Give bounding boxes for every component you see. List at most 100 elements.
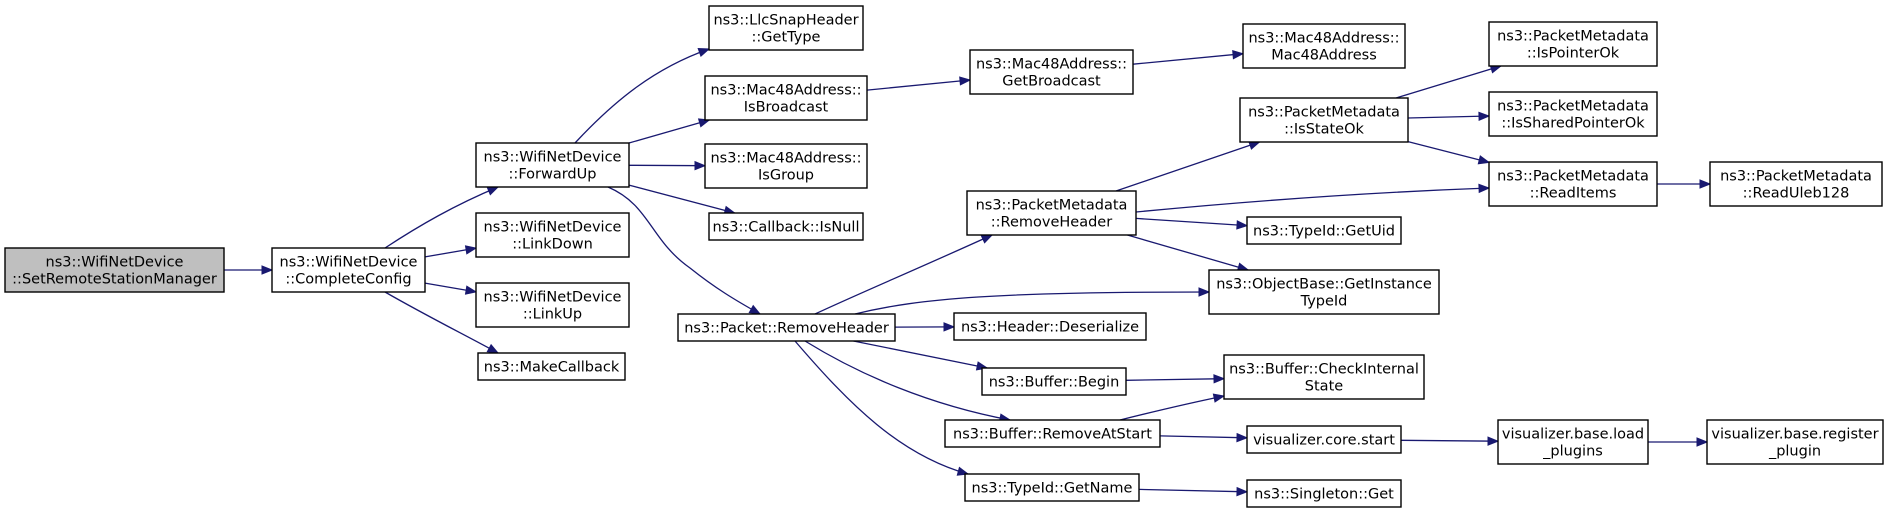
edge-line (814, 234, 993, 315)
node-ispointerok[interactable]: ns3::PacketMetadata::IsPointerOk (1488, 21, 1658, 67)
node-label-line: ::IsPointerOk (1527, 46, 1620, 62)
node-label-line: ns3::WifiNetDevice (280, 255, 418, 271)
node-linkup[interactable]: ns3::WifiNetDevice::LinkUp (475, 282, 630, 328)
node-box (704, 143, 868, 189)
edge-completeconfig-to-linkdown (424, 245, 478, 258)
edge-isstateok-to-ispointerok (1395, 64, 1503, 99)
node-completeconfig[interactable]: ns3::WifiNetDevice::CompleteConfig (271, 247, 426, 293)
node-box (1246, 479, 1402, 508)
node-removeatstart[interactable]: ns3::Buffer::RemoveAtStart (944, 419, 1161, 448)
arrow-head-icon (1696, 437, 1709, 447)
node-typeidgetname[interactable]: ns3::TypeId::GetName (964, 473, 1140, 502)
node-forwardup[interactable]: ns3::WifiNetDevice::ForwardUp (475, 142, 630, 188)
node-box (1488, 21, 1658, 67)
node-getbroadcast[interactable]: ns3::Mac48Address::GetBroadcast (969, 49, 1134, 95)
node-readuleb[interactable]: ns3::PacketMetadata::ReadUleb128 (1709, 161, 1883, 207)
edge-setremote-to-completeconfig (224, 265, 274, 275)
node-label-line: ns3::TypeId::GetUid (1253, 224, 1395, 240)
node-vizloadplugins[interactable]: visualizer.base.load_plugins (1497, 419, 1649, 465)
edge-removeatstart-to-vizcorestart (1159, 432, 1249, 443)
arrow-head-icon (980, 234, 994, 244)
node-label-line: Mac48Address (1271, 48, 1377, 64)
node-isgroup[interactable]: ns3::Mac48Address::IsGroup (704, 143, 868, 189)
node-bufferbegin[interactable]: ns3::Buffer::Begin (981, 367, 1127, 396)
node-box (1709, 161, 1883, 207)
node-typeidgetuid[interactable]: ns3::TypeId::GetUid (1246, 216, 1402, 245)
node-makecallback[interactable]: ns3::MakeCallback (477, 352, 626, 381)
node-deserialize[interactable]: ns3::Header::Deserialize (953, 312, 1147, 341)
edge-line (1115, 141, 1260, 192)
node-label-line: IsBroadcast (744, 100, 829, 116)
edge-forwardup-to-isgroup (628, 160, 707, 171)
node-label-line: IsGroup (758, 168, 814, 184)
node-llcgettype[interactable]: ns3::LlcSnapHeader::GetType (708, 5, 864, 51)
node-vizregisterplugin[interactable]: visualizer.base.register_plugin (1706, 419, 1884, 465)
edge-line (1400, 439, 1499, 442)
edge-pktremoveheader-to-getinstancetypeid (854, 287, 1211, 315)
node-label-line: TypeId (1300, 294, 1348, 310)
arrow-head-icon (694, 160, 707, 171)
node-box (944, 419, 1161, 448)
node-label-line: GetBroadcast (1002, 74, 1101, 90)
node-label-line: ns3::PacketMetadata (1497, 99, 1649, 115)
node-label-line: visualizer.base.load (1502, 427, 1644, 443)
edge-pmremoveheader-to-typeidgetuid (1135, 217, 1249, 230)
node-box (475, 212, 630, 258)
node-box (1706, 419, 1884, 465)
node-label-line: ::ReadUleb128 (1743, 186, 1850, 202)
node-label-line: ns3::Packet::RemoveHeader (684, 321, 889, 337)
node-label-line: ns3::Buffer::CheckInternal (1229, 362, 1419, 378)
arrow-head-icon (1232, 50, 1245, 60)
node-box (477, 352, 626, 381)
node-singletonget[interactable]: ns3::Singleton::Get (1246, 479, 1402, 508)
node-label-line: ::GetType (752, 30, 821, 46)
node-label-line: ns3::Mac48Address:: (710, 83, 861, 99)
node-label-line: ns3::MakeCallback (484, 360, 620, 376)
node-label-line: ns3::Header::Deserialize (961, 320, 1139, 336)
edge-pktremoveheader-to-removeatstart (804, 340, 1012, 423)
node-label-line: ns3::Singleton::Get (1254, 487, 1394, 503)
node-label-line: ns3::WifiNetDevice (484, 290, 622, 306)
node-linkdown[interactable]: ns3::WifiNetDevice::LinkDown (475, 212, 630, 258)
node-label-line: ns3::Mac48Address:: (1248, 31, 1399, 47)
edge-line (628, 119, 710, 144)
node-mac48ctor[interactable]: ns3::Mac48Address::Mac48Address (1242, 23, 1406, 69)
edge-readitems-to-readuleb (1657, 179, 1712, 189)
arrow-head-icon (1198, 287, 1211, 297)
node-isbroadcast[interactable]: ns3::Mac48Address::IsBroadcast (704, 75, 868, 121)
edge-line (1138, 488, 1248, 493)
node-box (1497, 419, 1649, 465)
arrow-head-icon (697, 47, 711, 57)
edge-isstateok-to-readitems (1407, 140, 1491, 165)
node-isstateok[interactable]: ns3::PacketMetadata::IsStateOk (1239, 97, 1409, 143)
arrow-head-icon (697, 118, 711, 128)
node-vizcorestart[interactable]: visualizer.core.start (1246, 425, 1402, 454)
edge-line (574, 48, 710, 144)
node-readitems[interactable]: ns3::PacketMetadata::ReadItems (1488, 161, 1658, 207)
edge-line (1135, 217, 1248, 227)
node-issharedpointerok[interactable]: ns3::PacketMetadata::IsSharedPointerOk (1488, 91, 1658, 137)
arrow-head-icon (1487, 436, 1500, 446)
node-pmremoveheader[interactable]: ns3::PacketMetadata::RemoveHeader (966, 190, 1137, 236)
edge-line (1135, 187, 1490, 213)
node-box (1488, 161, 1658, 207)
node-box (708, 212, 864, 241)
node-isnull[interactable]: ns3::Callback::IsNull (708, 212, 864, 241)
node-label-line: ns3::LlcSnapHeader (713, 13, 858, 29)
edge-bufferbegin-to-checkinternal (1125, 374, 1226, 384)
arrow-head-icon (956, 466, 970, 476)
node-setremote[interactable]: ns3::WifiNetDevice::SetRemoteStationMana… (4, 247, 225, 293)
edge-line (628, 184, 735, 214)
node-label-line: ns3::WifiNetDevice (484, 220, 622, 236)
node-label-line: ::LinkUp (523, 307, 582, 323)
node-label-line: ns3::PacketMetadata (976, 198, 1128, 214)
node-box (1208, 269, 1440, 315)
node-label-line: ::RemoveHeader (991, 215, 1112, 231)
edge-line (607, 186, 761, 315)
node-pktremoveheader[interactable]: ns3::Packet::RemoveHeader (677, 313, 896, 342)
arrow-head-icon (943, 322, 956, 332)
arrow-head-icon (261, 265, 274, 275)
